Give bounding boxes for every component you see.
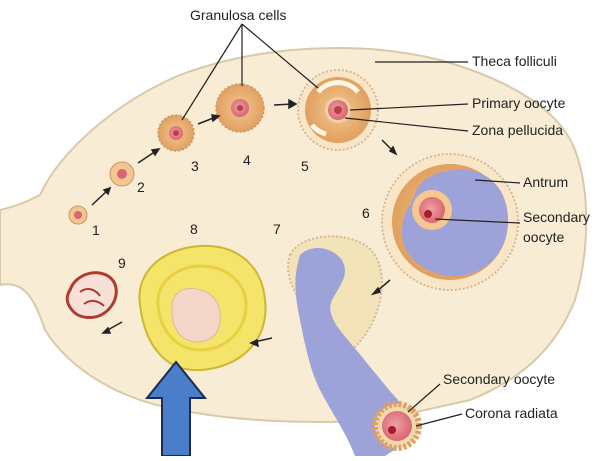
- granulosa-cells-label: Granulosa cells: [190, 7, 287, 23]
- secondary-oocyte-label-line1: Secondary: [523, 209, 590, 225]
- follicle-stage-2: [110, 162, 134, 186]
- antrum-label: Antrum: [523, 174, 568, 190]
- stage-number-1: 1: [92, 222, 100, 238]
- stage-number-4: 4: [243, 152, 251, 168]
- zona-pellucida-label: Zona pellucida: [472, 122, 563, 138]
- follicle-stage-4: [216, 84, 264, 132]
- corpus-luteum-stage-8: [139, 246, 265, 370]
- secondary-oocyte-corona: [375, 404, 419, 448]
- stage-number-6: 6: [362, 205, 370, 221]
- primary-oocyte-label: Primary oocyte: [472, 95, 566, 111]
- stage-number-5: 5: [301, 158, 309, 174]
- stage-number-7: 7: [273, 221, 281, 237]
- stage-number-9: 9: [118, 255, 126, 271]
- stage-number-8: 8: [190, 221, 198, 237]
- stage-number-3: 3: [191, 158, 199, 174]
- follicle-stage-3: [158, 115, 194, 151]
- theca-folliculi-label: Theca folliculi: [472, 53, 557, 69]
- stage-number-2: 2: [137, 179, 145, 195]
- corona-radiata-label: Corona radiata: [465, 405, 558, 421]
- secondary-oocyte-bottom-label: Secondary oocyte: [443, 371, 555, 387]
- follicle-stage-1: [69, 206, 87, 224]
- secondary-oocyte-label-line2: oocyte: [523, 229, 564, 245]
